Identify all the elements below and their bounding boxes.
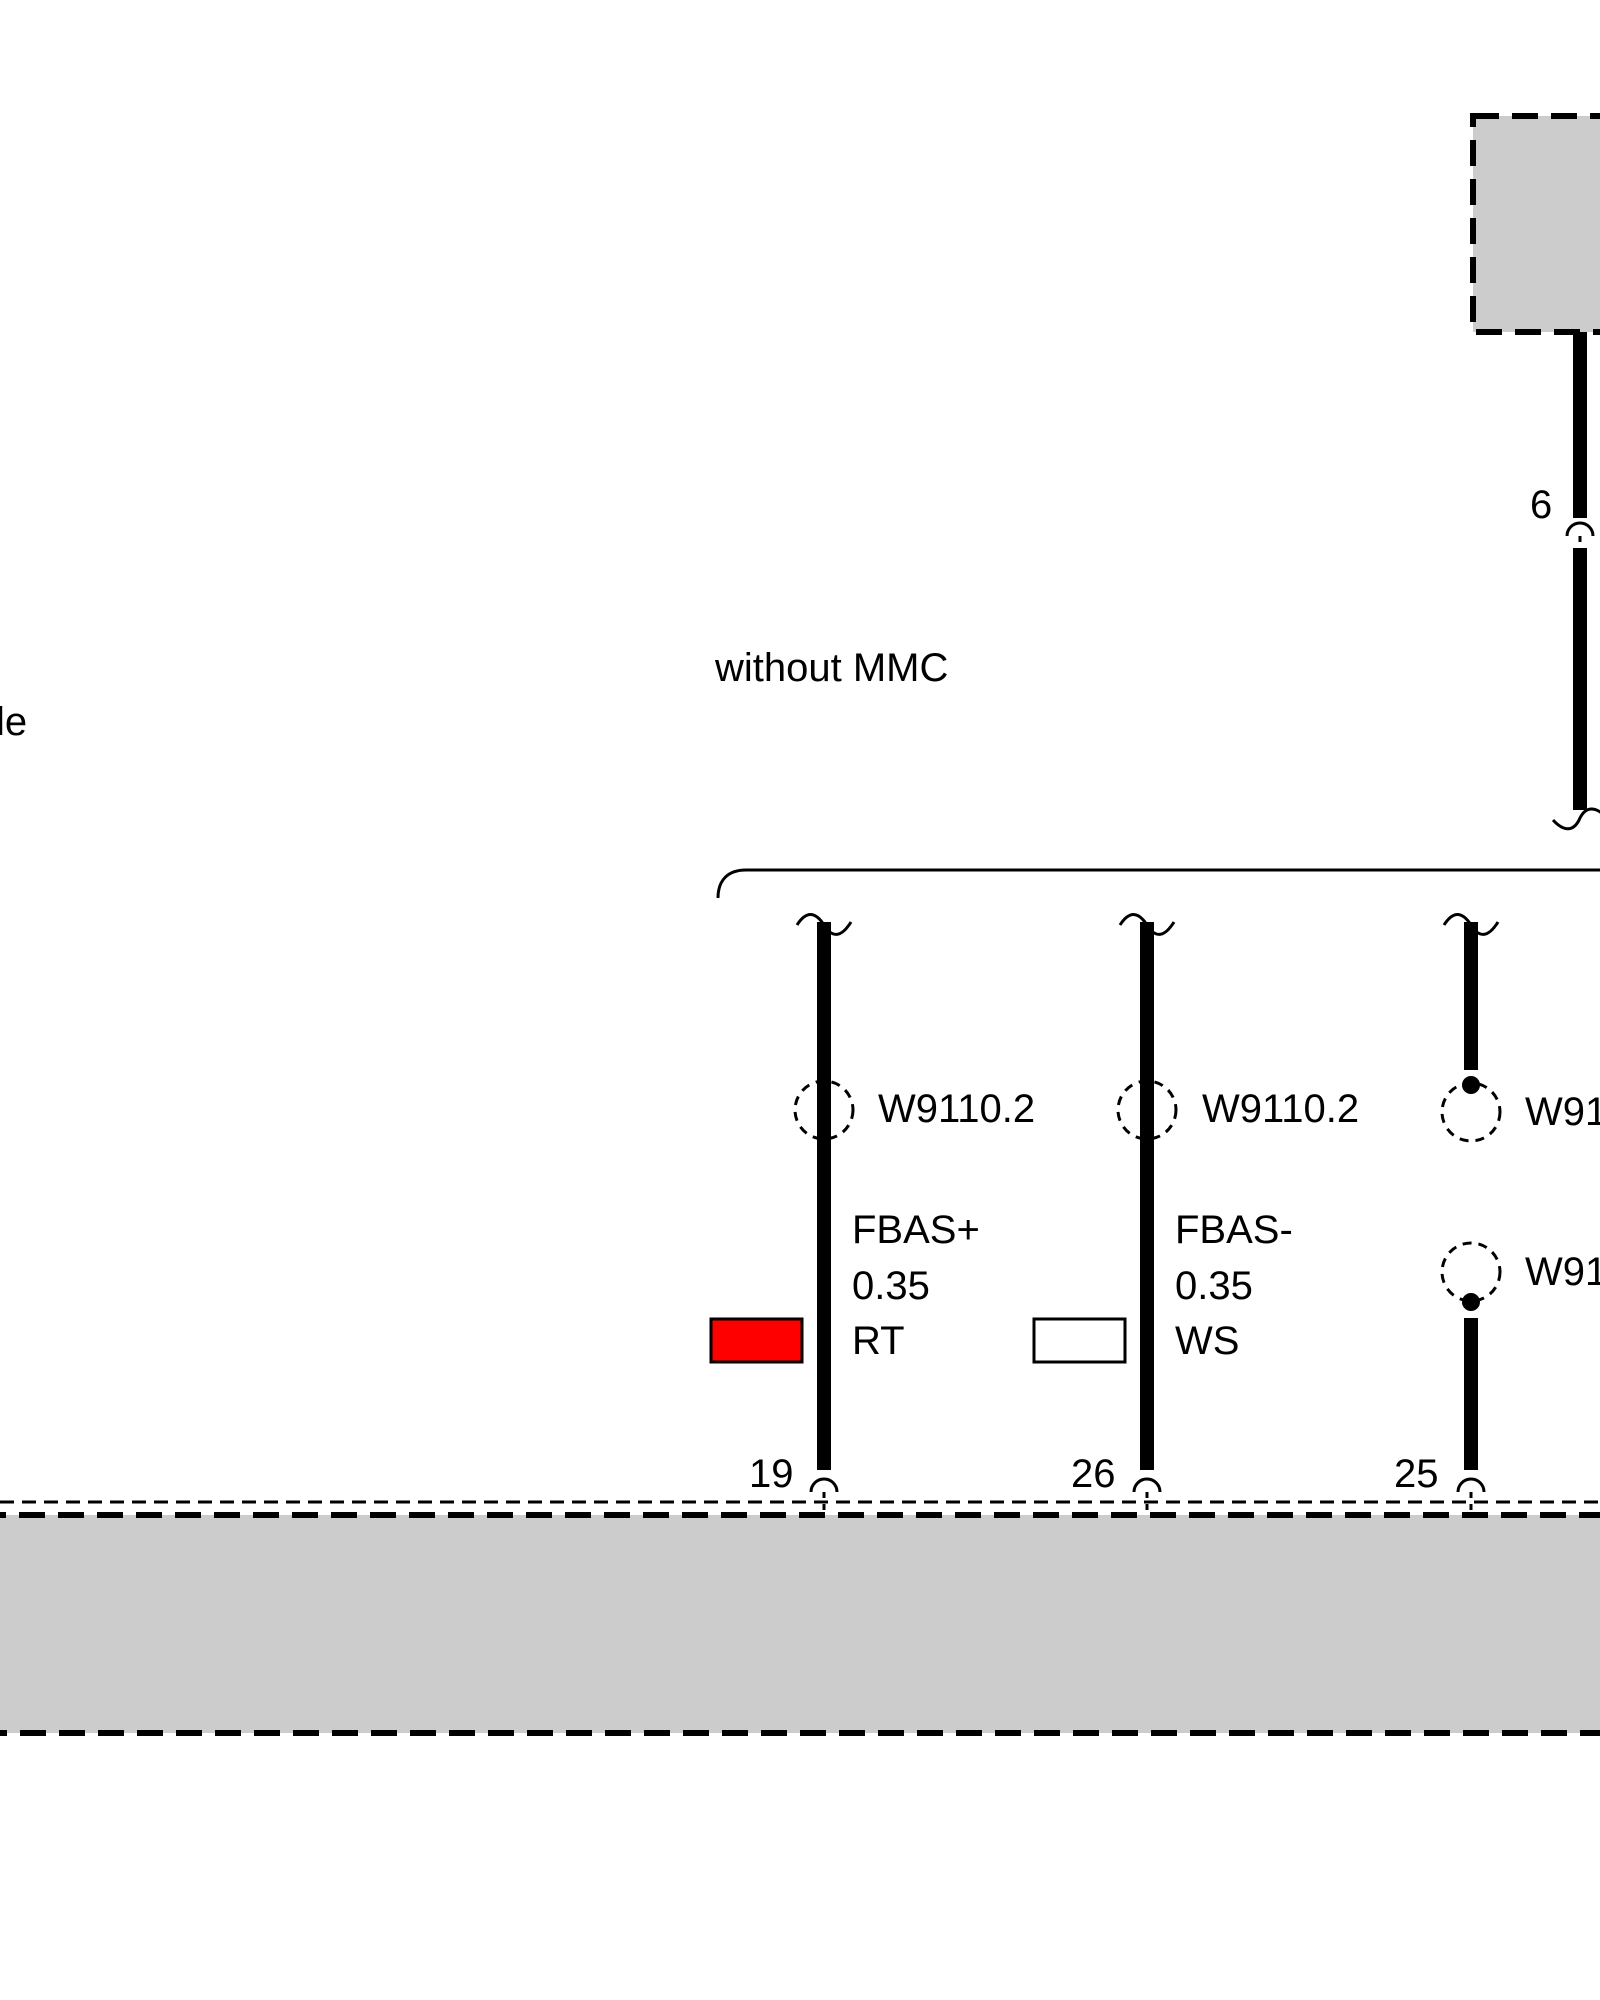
top-connector-pin-arc [1565,521,1595,537]
color-swatch [709,1317,804,1364]
color-code-label: RT [852,1319,905,1363]
pin-arc [1456,1477,1486,1493]
splice-label: W9110.2 [1202,1087,1359,1131]
splice-label: W9110.2 [878,1087,1035,1131]
pin-arc [1132,1477,1162,1493]
signal-label: FBAS+ [852,1208,980,1252]
pin-number: 25 [1394,1452,1439,1496]
top-wire-break-icon [1551,807,1600,831]
wire-shield[interactable]: W91 W91 25 [1394,913,1600,1513]
splice-ring [1116,1079,1178,1141]
top-component-box[interactable] [1470,113,1600,335]
bottom-component-box[interactable] [0,1512,1600,1736]
splice-ring [793,1079,855,1141]
gauge-label: 0.35 [852,1264,930,1308]
wire-fbas-minus[interactable]: W9110.2 FBAS- 0.35 WS 26 [1032,913,1359,1513]
signal-label: FBAS- [1175,1208,1293,1252]
gauge-label: 0.35 [1175,1264,1253,1308]
variant-label: without MMC [714,646,948,690]
splice-dot [1462,1076,1480,1094]
top-connector-pin-number: 6 [1530,483,1552,527]
color-code-label: WS [1175,1319,1239,1363]
pin-number: 19 [749,1452,794,1496]
wire-fbas-plus[interactable]: W9110.2 FBAS+ 0.35 RT 19 [709,913,1035,1513]
splice-dot [1462,1293,1480,1311]
harness-bracket [716,868,1600,899]
splice-label-upper: W91 [1525,1090,1600,1134]
pin-number: 26 [1071,1452,1116,1496]
partial-left-label: le [0,700,27,744]
splice-label-lower: W91 [1525,1250,1600,1294]
splice-ring-upper [1440,1081,1502,1143]
splice-ring-lower [1440,1241,1502,1303]
pin-arc [809,1477,839,1493]
color-swatch [1032,1317,1127,1364]
